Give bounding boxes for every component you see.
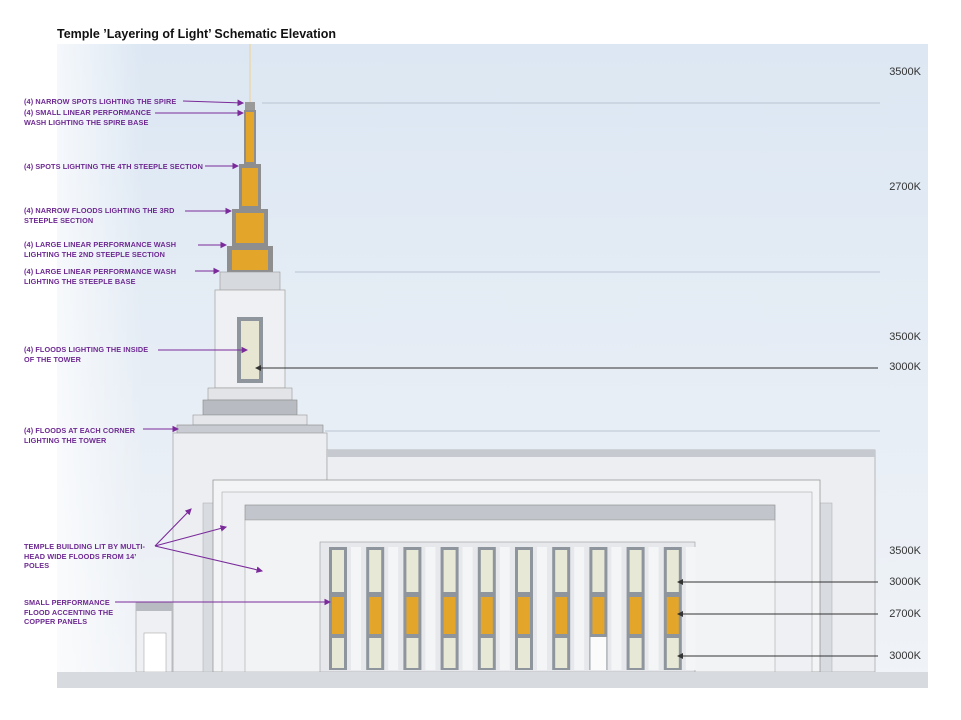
callout-steeple-base: (4) LARGE LINEAR PERFORMANCE WASH LIGHTI… — [24, 267, 177, 286]
callout-building-floods: TEMPLE BUILDING LIT BY MULTI-HEAD WIDE F… — [24, 542, 145, 571]
callout-arrows — [115, 99, 332, 606]
callout-4th-steeple: (4) SPOTS LIGHTING THE 4TH STEEPLE SECTI… — [24, 162, 203, 171]
callout-3rd-steeple: (4) NARROW FLOODS LIGHTING THE 3RD STEEP… — [24, 206, 175, 225]
color-temp-label: 3000K — [889, 650, 921, 662]
window-bay — [552, 547, 585, 670]
temple-building — [57, 432, 928, 688]
callout-spire-spots: (4) NARROW SPOTS LIGHTING THE SPIRE — [24, 97, 177, 106]
callout-tower-inside: (4) FLOODS LIGHTING THE INSIDE OF THE TO… — [24, 345, 149, 364]
window-bay — [477, 547, 510, 670]
color-temp-label: 2700K — [889, 181, 921, 193]
callout-2nd-steeple: (4) LARGE LINEAR PERFORMANCE WASH LIGHTI… — [24, 240, 177, 259]
temperature-leaders — [255, 365, 878, 659]
color-temp-label: 3500K — [889, 331, 921, 343]
callout-tower-corners: (4) FLOODS AT EACH CORNER LIGHTING THE T… — [24, 426, 136, 445]
window-bay — [329, 547, 361, 670]
color-temp-label: 3000K — [889, 576, 921, 588]
steeple — [176, 44, 324, 434]
window-bay — [440, 547, 473, 670]
color-temp-label: 3500K — [889, 545, 921, 557]
window-bay — [663, 547, 696, 670]
level-lines — [262, 102, 880, 432]
window-bay — [403, 547, 436, 670]
color-temp-label: 2700K — [889, 608, 921, 620]
window-bay — [515, 547, 547, 670]
callout-spire-base-wash: (4) SMALL LINEAR PERFORMANCE WASH LIGHTI… — [24, 108, 152, 127]
color-temp-label: 3000K — [889, 361, 921, 373]
diagram-title: Temple ’Layering of Light’ Schematic Ele… — [57, 27, 336, 41]
window-bay — [366, 547, 399, 670]
callout-copper-panels: SMALL PERFORMANCE FLOOD ACCENTING THE CO… — [24, 598, 114, 627]
window-bay — [589, 547, 622, 670]
color-temp-label: 3500K — [889, 66, 921, 78]
window-bay — [626, 547, 659, 670]
